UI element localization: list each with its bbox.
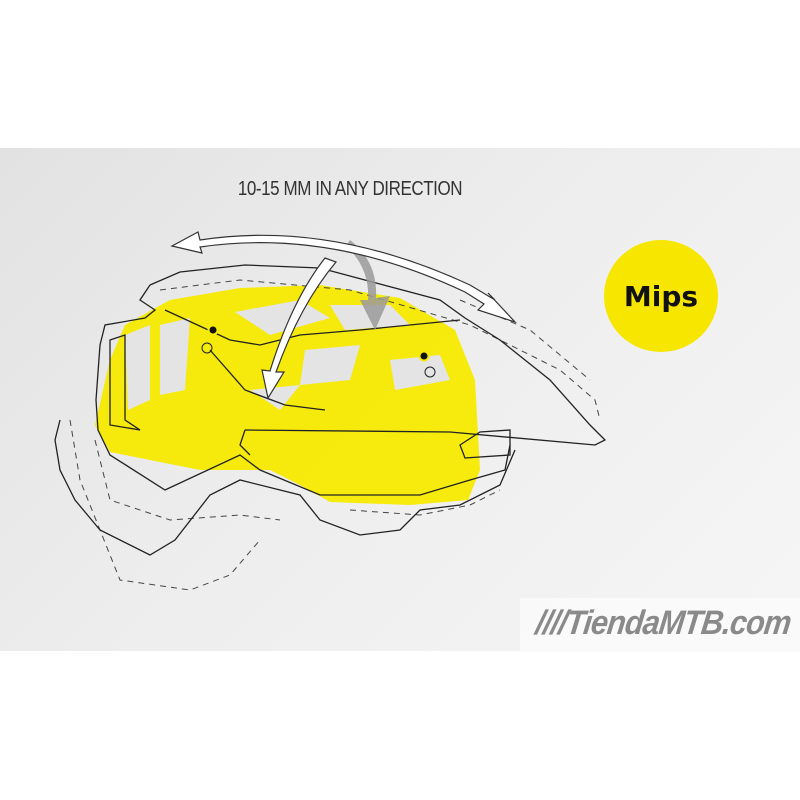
shell-outline: [54, 264, 607, 556]
rotation-arrow-gray: [346, 240, 390, 330]
watermark-band: [520, 598, 800, 652]
movement-caption: 10-15 MM IN ANY DIRECTION: [237, 178, 463, 200]
lateral-arrow: [170, 231, 518, 324]
mips-label: Mips: [623, 279, 699, 313]
anchor-points: [201, 324, 436, 378]
watermark-logo: ////TiendaMTB.com: [533, 604, 793, 642]
mips-badge: Mips: [604, 240, 718, 352]
longitudinal-arrow: [261, 257, 338, 400]
liner-vents: [125, 300, 450, 410]
